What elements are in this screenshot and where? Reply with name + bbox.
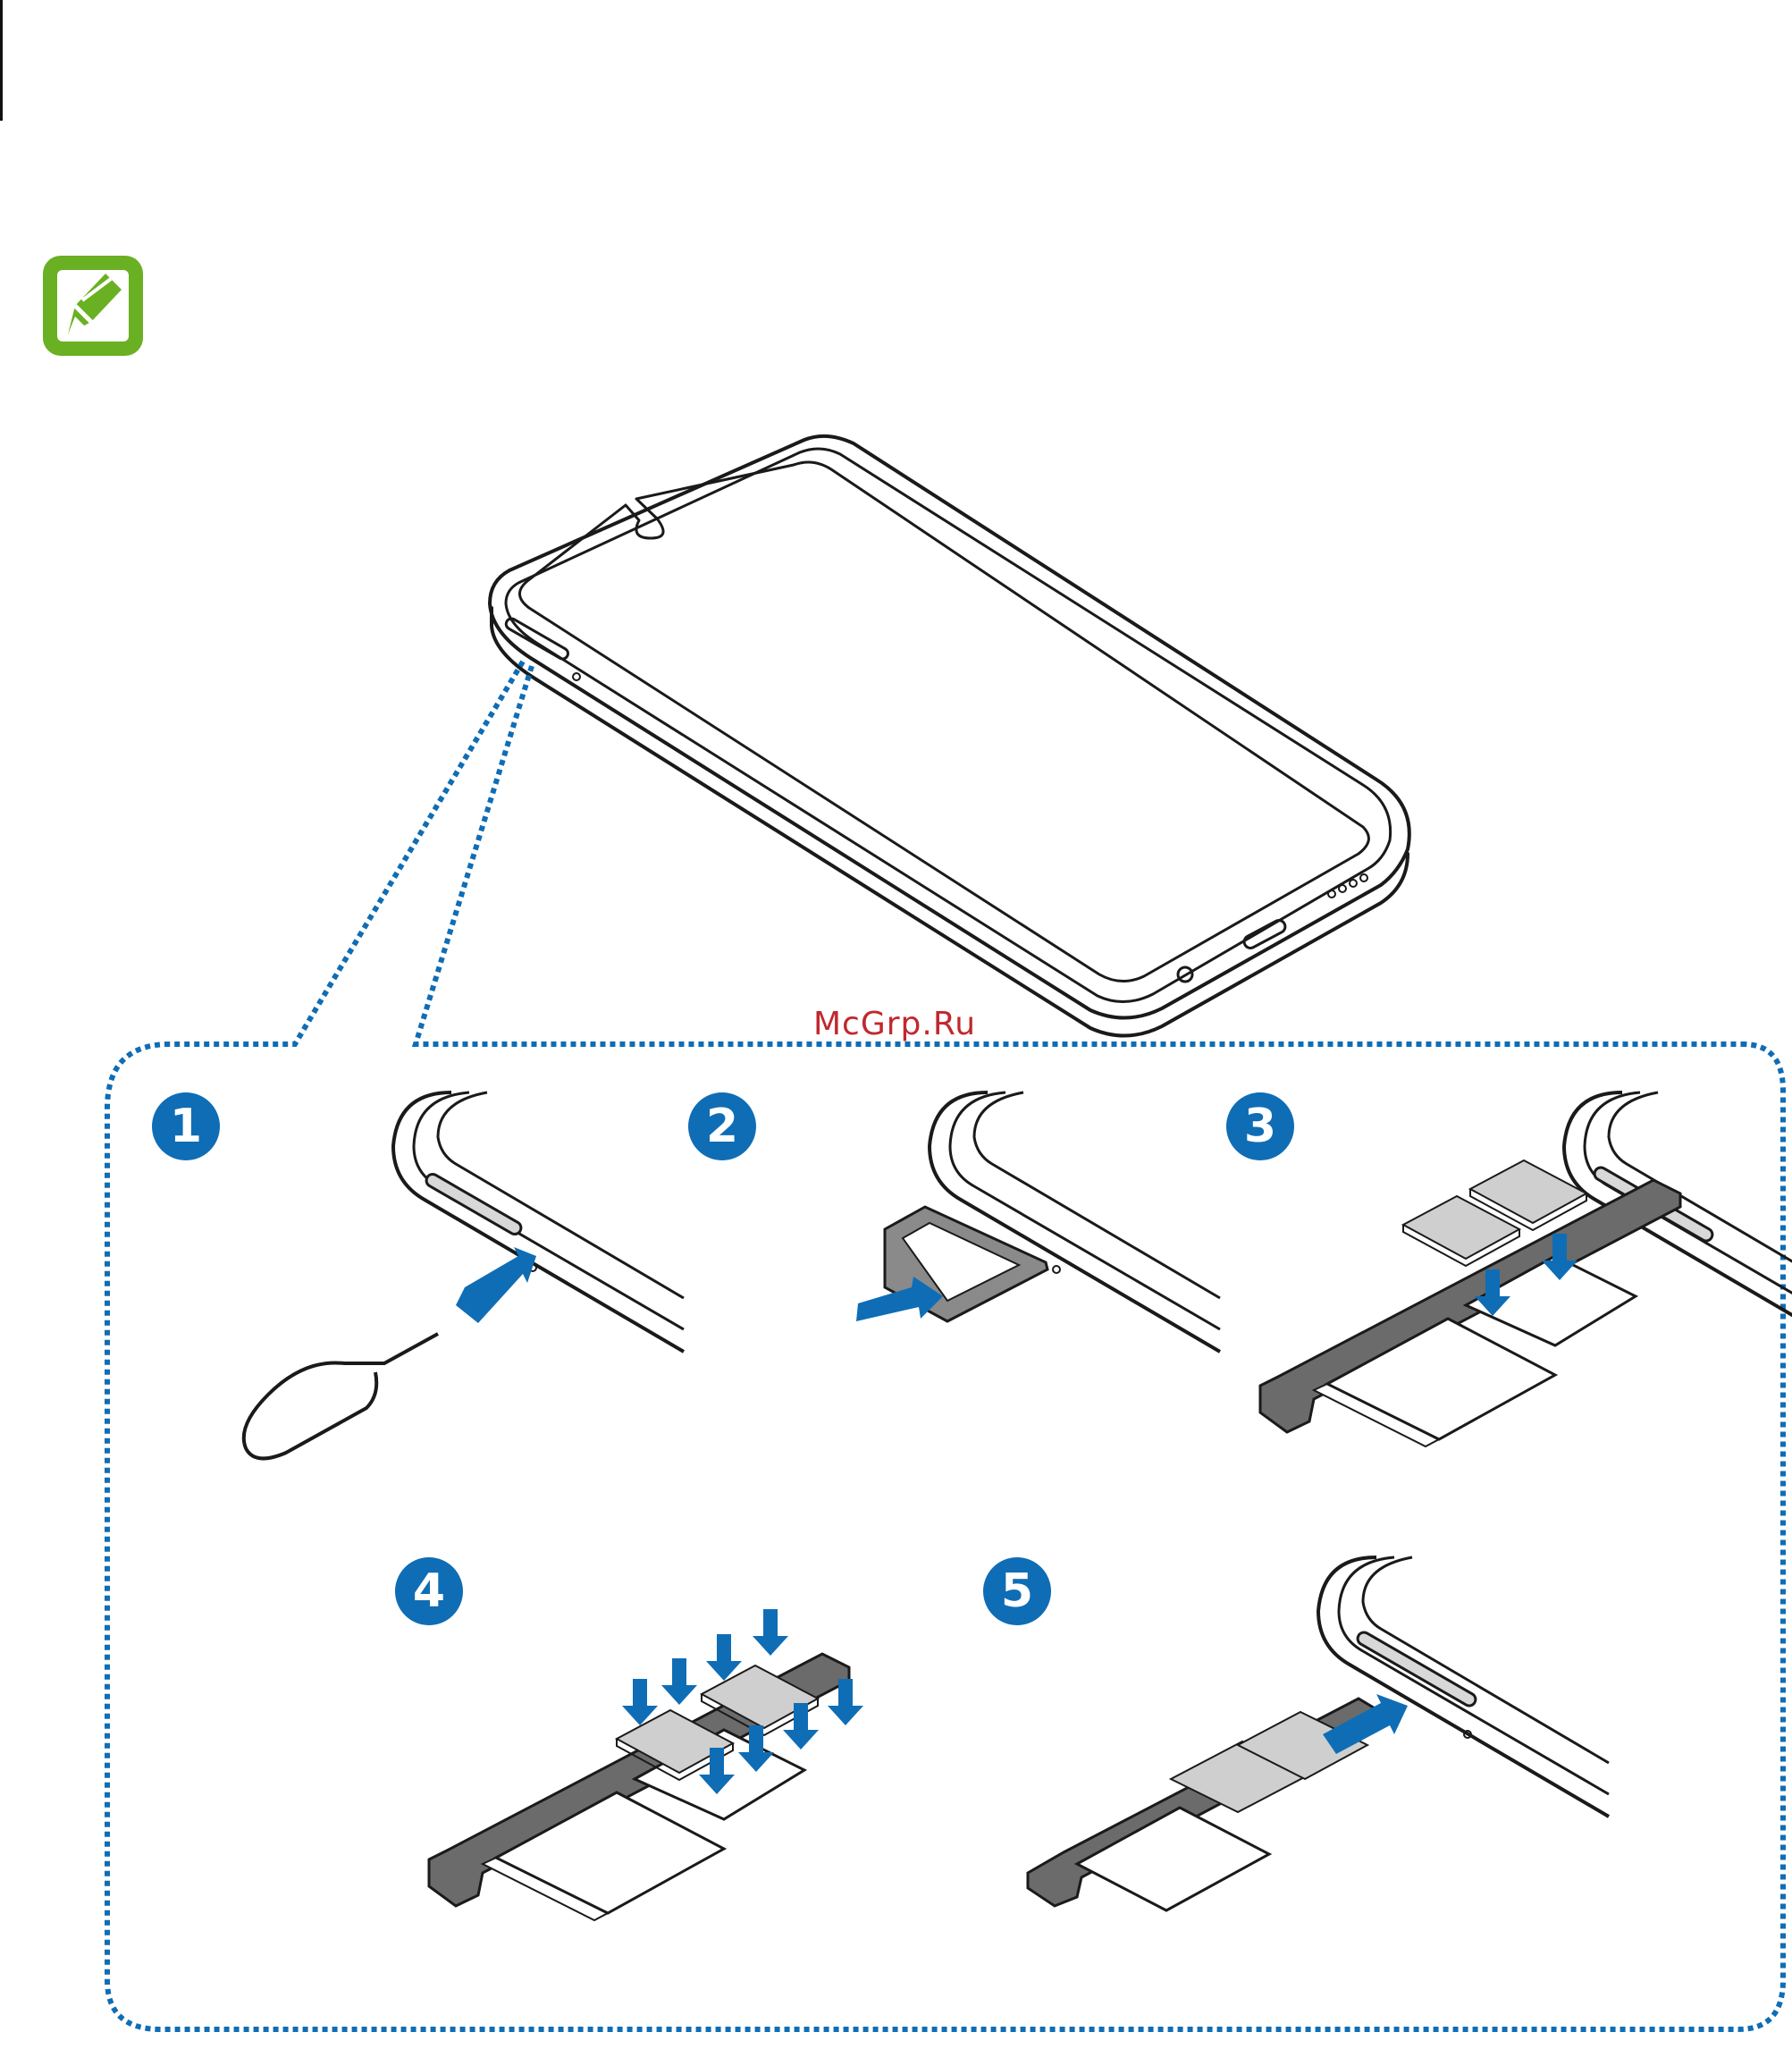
step-2-illustration xyxy=(856,1092,1220,1352)
step-5-illustration xyxy=(1028,1557,1609,1910)
ejection-pin-icon xyxy=(244,1334,438,1458)
step-4-illustration xyxy=(429,1609,863,1920)
step-1-illustration xyxy=(244,1092,684,1458)
step-3-illustration xyxy=(1260,1092,1792,1446)
